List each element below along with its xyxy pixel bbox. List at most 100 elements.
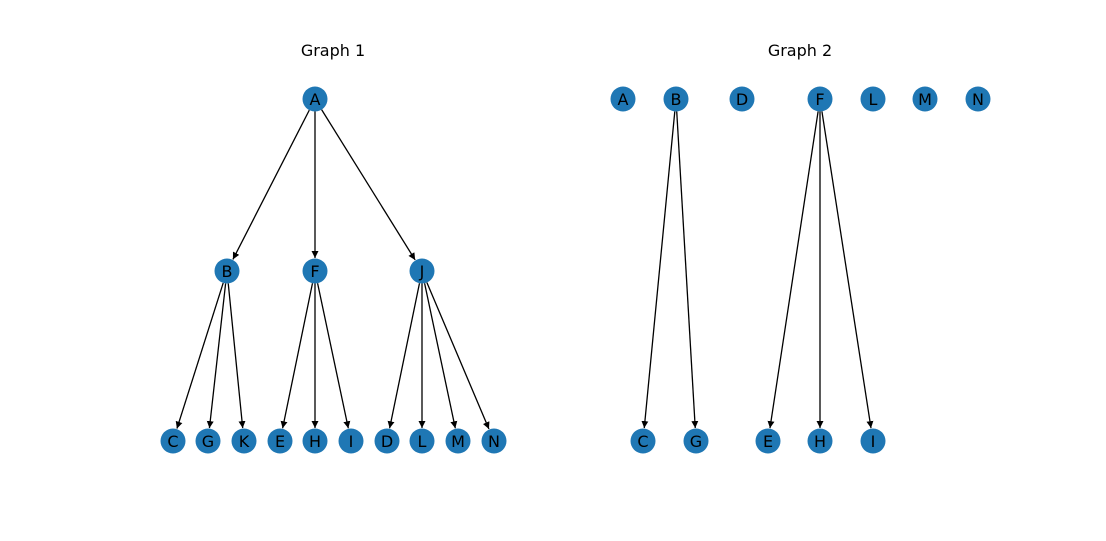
node-m: M [445,428,471,454]
node-g: G [195,428,221,454]
node-circle [302,428,328,454]
edge-j-to-d [387,283,421,429]
node-k: K [231,428,257,454]
node-circle [481,428,507,454]
node-circle [338,428,364,454]
node-n: N [965,86,991,112]
node-label: M [451,432,465,451]
edge-a-to-j [321,109,416,261]
edge-b-to-g [676,111,699,429]
node-circle [214,258,240,284]
node-circle [195,428,221,454]
node-label: I [349,432,354,451]
node-circle [807,428,833,454]
edge-f-to-i [821,111,874,429]
node-label: C [167,432,178,451]
node-label: B [671,90,682,109]
node-label: L [869,90,878,109]
node-h: H [302,428,328,454]
node-n: N [481,428,507,454]
node-c: C [630,428,656,454]
node-circle [267,428,293,454]
edge-a-to-b [232,109,310,260]
node-f: F [807,86,833,112]
node-circle [965,86,991,112]
node-circle [610,86,636,112]
node-circle [302,258,328,284]
node-m: M [912,86,938,112]
node-l: L [409,428,435,454]
edge-f-to-e [280,283,314,429]
edge-b-to-c [641,111,676,429]
node-a: A [610,86,636,112]
node-label: N [488,432,500,451]
node-label: K [239,432,250,451]
node-b: B [663,86,689,112]
node-circle [860,86,886,112]
graph-1-nodes: A B F J C G K E H I D L M N [160,86,507,454]
edge-f-to-i [316,283,351,429]
node-a: A [302,86,328,112]
node-circle [302,86,328,112]
node-e: E [755,428,781,454]
node-label: F [310,262,319,281]
node-label: C [637,432,648,451]
node-j: J [409,258,435,284]
node-label: M [918,90,932,109]
node-circle [231,428,257,454]
node-circle [374,428,400,454]
node-circle [860,428,886,454]
node-circle [409,428,435,454]
node-label: I [871,432,876,451]
graph-1-edges [175,109,490,430]
node-label: H [309,432,321,451]
node-e: E [267,428,293,454]
node-circle [663,86,689,112]
node-label: A [618,90,629,109]
graph-2-panel: Graph 2 A B D F L M N C G E H I [610,41,991,454]
node-circle [807,86,833,112]
node-f: F [302,258,328,284]
node-label: L [418,432,427,451]
node-label: A [310,90,321,109]
node-label: G [202,432,214,451]
node-g: G [683,428,709,454]
node-d: D [374,428,400,454]
node-i: I [860,428,886,454]
node-label: E [275,432,285,451]
node-circle [160,428,186,454]
node-label: N [972,90,984,109]
edge-j-to-n [426,282,490,430]
node-circle [630,428,656,454]
graph-1-title: Graph 1 [301,41,365,60]
graph-1-panel: Graph 1 A B F J C G K E H I D L M N [160,41,507,454]
node-label: E [763,432,773,451]
node-circle [912,86,938,112]
node-label: D [736,90,748,109]
node-c: C [160,428,186,454]
node-circle [409,258,435,284]
node-b: B [214,258,240,284]
edge-f-to-e [767,111,819,429]
edge-b-to-c [175,282,224,429]
node-l: L [860,86,886,112]
node-label: G [690,432,702,451]
node-i: I [338,428,364,454]
graph-2-nodes: A B D F L M N C G E H I [610,86,991,454]
node-h: H [807,428,833,454]
edge-b-to-k [227,283,246,429]
edge-j-to-m [423,283,458,429]
graph-2-title: Graph 2 [768,41,832,60]
node-label: H [814,432,826,451]
node-label: B [222,262,233,281]
node-label: F [815,90,824,109]
node-label: J [419,262,425,281]
node-label: D [381,432,393,451]
node-circle [755,428,781,454]
graph-2-edges [641,111,874,429]
node-circle [729,86,755,112]
node-circle [445,428,471,454]
node-circle [683,428,709,454]
